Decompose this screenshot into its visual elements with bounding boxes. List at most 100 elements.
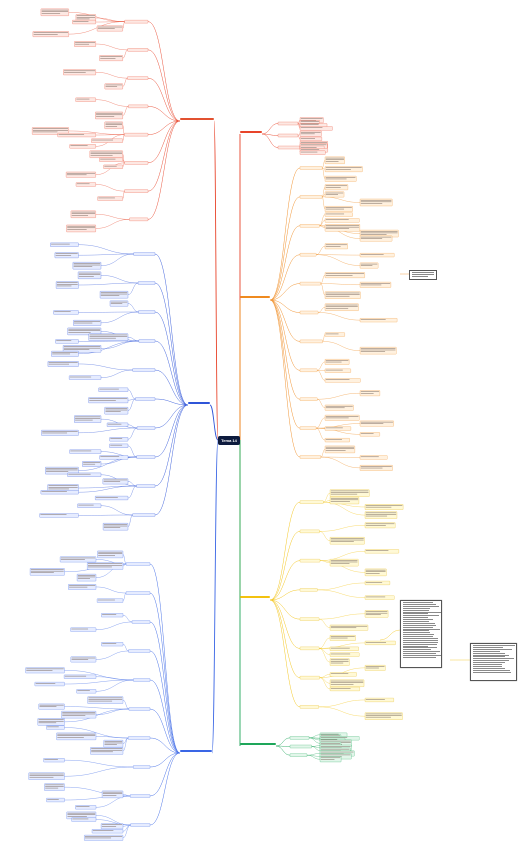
main-topic-green-right[interactable]	[240, 743, 276, 745]
leaf-node[interactable]	[72, 20, 96, 25]
leaf-node[interactable]	[53, 310, 79, 315]
leaf-node[interactable]	[104, 121, 123, 129]
leaf-node[interactable]	[99, 157, 123, 162]
leaf-node[interactable]	[75, 805, 97, 810]
leaf-node[interactable]	[364, 595, 395, 600]
topic-node[interactable]	[299, 559, 321, 563]
leaf-node[interactable]	[359, 253, 395, 258]
topic-node[interactable]	[277, 145, 302, 150]
leaf-node[interactable]	[103, 164, 123, 169]
topic-node[interactable]	[130, 794, 151, 798]
main-topic-orange-right[interactable]	[240, 296, 270, 298]
leaf-node[interactable]	[324, 426, 352, 431]
leaf-node[interactable]	[46, 725, 65, 730]
leaf-node[interactable]	[66, 224, 96, 233]
leaf-node[interactable]	[75, 97, 96, 102]
leaf-node[interactable]	[329, 658, 350, 666]
topic-node[interactable]	[299, 455, 321, 459]
topic-node[interactable]	[299, 166, 323, 170]
leaf-node[interactable]	[34, 682, 65, 687]
leaf-node[interactable]	[72, 262, 102, 270]
note-callout[interactable]	[409, 270, 437, 280]
topic-node[interactable]	[128, 104, 149, 108]
leaf-node[interactable]	[99, 455, 129, 460]
topic-node[interactable]	[299, 646, 320, 650]
leaf-node[interactable]	[364, 640, 396, 645]
leaf-node[interactable]	[77, 271, 102, 279]
topic-node[interactable]	[299, 368, 318, 372]
topic-node[interactable]	[130, 823, 151, 827]
leaf-node[interactable]	[329, 496, 360, 505]
topic-node[interactable]	[136, 484, 156, 488]
leaf-node[interactable]	[37, 718, 65, 726]
main-topic-yellow-right[interactable]	[240, 596, 270, 598]
topic-node[interactable]	[299, 310, 319, 315]
leaf-node[interactable]	[75, 182, 96, 187]
leaf-node[interactable]	[29, 568, 65, 576]
leaf-node[interactable]	[96, 598, 124, 603]
leaf-node[interactable]	[61, 711, 97, 719]
leaf-node[interactable]	[364, 712, 403, 720]
leaf-node[interactable]	[69, 375, 102, 380]
leaf-node[interactable]	[364, 580, 391, 585]
topic-node[interactable]	[132, 368, 156, 372]
topic-node[interactable]	[299, 529, 320, 533]
leaf-node[interactable]	[324, 438, 350, 443]
leaf-node[interactable]	[101, 790, 124, 798]
leaf-node[interactable]	[324, 332, 345, 337]
leaf-node[interactable]	[324, 156, 345, 164]
topic-node[interactable]	[277, 133, 299, 138]
leaf-node[interactable]	[109, 437, 129, 442]
leaf-node[interactable]	[359, 347, 397, 355]
topic-node[interactable]	[299, 588, 318, 592]
topic-node[interactable]	[299, 617, 320, 621]
root-node[interactable]: Tema 14	[218, 436, 240, 445]
topic-node[interactable]	[128, 736, 151, 740]
leaf-node[interactable]	[88, 333, 129, 341]
topic-node[interactable]	[124, 189, 149, 193]
topic-node[interactable]	[127, 48, 149, 52]
leaf-node[interactable]	[97, 550, 124, 559]
leaf-node[interactable]	[50, 242, 79, 247]
leaf-node[interactable]	[98, 387, 129, 392]
leaf-node[interactable]	[324, 368, 351, 373]
topic-node[interactable]	[124, 20, 149, 24]
topic-node[interactable]	[299, 705, 319, 709]
leaf-node[interactable]	[329, 672, 357, 677]
leaf-node[interactable]	[95, 495, 129, 501]
topic-node[interactable]	[127, 76, 149, 80]
leaf-node[interactable]	[40, 8, 69, 16]
leaf-node[interactable]	[71, 817, 97, 822]
leaf-node[interactable]	[63, 674, 97, 679]
main-topic-red-right[interactable]	[240, 131, 262, 133]
topic-node[interactable]	[289, 744, 312, 749]
topic-node[interactable]	[136, 455, 156, 459]
topic-node[interactable]	[131, 620, 151, 624]
topic-node[interactable]	[299, 426, 317, 430]
topic-node[interactable]	[299, 339, 323, 344]
leaf-node[interactable]	[364, 697, 394, 702]
leaf-node[interactable]	[69, 449, 102, 454]
leaf-node[interactable]	[324, 224, 360, 232]
topic-node[interactable]	[138, 281, 156, 285]
leaf-node[interactable]	[359, 432, 380, 437]
topic-node[interactable]	[138, 310, 156, 314]
leaf-node[interactable]	[101, 642, 124, 647]
leaf-node[interactable]	[56, 732, 97, 740]
topic-node[interactable]	[124, 133, 149, 137]
leaf-node[interactable]	[46, 798, 65, 803]
leaf-node[interactable]	[77, 503, 102, 508]
leaf-node[interactable]	[39, 513, 79, 518]
topic-node[interactable]	[277, 121, 299, 126]
leaf-node[interactable]	[95, 111, 123, 120]
leaf-node[interactable]	[103, 740, 124, 748]
leaf-node[interactable]	[101, 613, 124, 618]
leaf-node[interactable]	[299, 126, 333, 131]
leaf-node[interactable]	[40, 490, 79, 495]
topic-node[interactable]	[299, 397, 318, 401]
leaf-node[interactable]	[106, 422, 129, 427]
leaf-node[interactable]	[324, 212, 353, 217]
leaf-node[interactable]	[76, 573, 97, 582]
topic-node[interactable]	[133, 678, 151, 682]
leaf-node[interactable]	[44, 783, 65, 791]
